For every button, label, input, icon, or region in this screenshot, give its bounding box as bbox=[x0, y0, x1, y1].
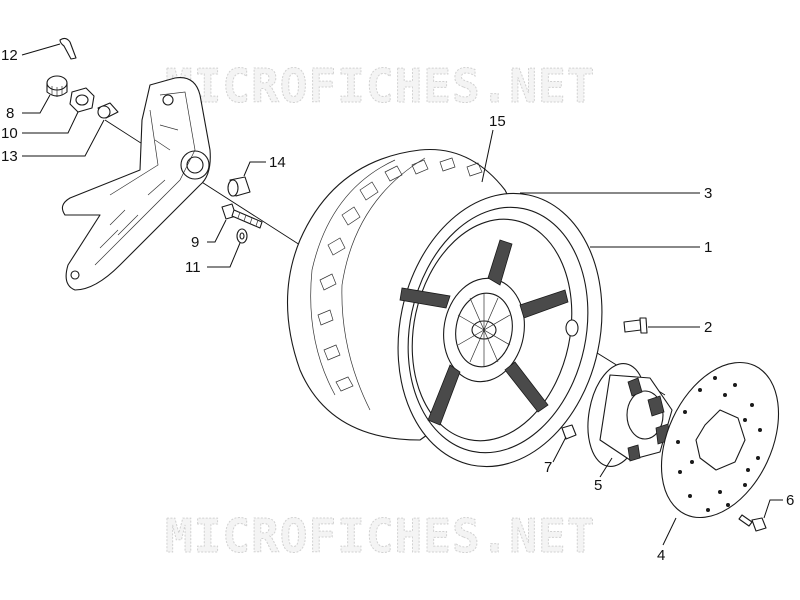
callout-14: 14 bbox=[269, 154, 286, 171]
callout-1: 1 bbox=[704, 239, 712, 256]
callout-9: 9 bbox=[191, 234, 199, 251]
bolt-part-9 bbox=[221, 203, 263, 229]
brake-disc-part-4 bbox=[660, 361, 780, 519]
washer-part-11 bbox=[236, 228, 248, 244]
callout-7: 7 bbox=[544, 459, 552, 476]
callout-5: 5 bbox=[594, 477, 602, 494]
split-pin-part-12 bbox=[59, 37, 77, 60]
watermark-bottom: MICROFICHES.NET bbox=[165, 509, 595, 563]
callout-6: 6 bbox=[786, 492, 794, 509]
callout-11: 11 bbox=[185, 259, 201, 276]
watermark-top: MICROFICHES.NET bbox=[165, 59, 595, 113]
callout-15: 15 bbox=[489, 113, 506, 130]
leader-lines bbox=[21, 43, 783, 546]
callout-3: 3 bbox=[704, 185, 712, 202]
valve-part-2 bbox=[623, 317, 648, 334]
callout-8: 8 bbox=[6, 105, 14, 122]
callout-2: 2 bbox=[704, 319, 712, 336]
nut-part-10 bbox=[69, 87, 95, 113]
nut-part-7 bbox=[561, 424, 577, 440]
spacer-part-13 bbox=[97, 102, 119, 119]
bushing-part-14 bbox=[227, 176, 251, 197]
callout-12: 12 bbox=[1, 47, 18, 64]
brake-hub-part-5 bbox=[587, 363, 673, 467]
wheel-rim-part-1 bbox=[397, 192, 603, 468]
disc-bolt-part-6 bbox=[738, 514, 767, 532]
callout-10: 10 bbox=[1, 125, 18, 142]
callout-13: 13 bbox=[1, 148, 18, 165]
callout-4: 4 bbox=[657, 547, 665, 564]
swing-arm-bracket bbox=[61, 77, 211, 291]
castle-nut-part-8 bbox=[46, 75, 68, 97]
